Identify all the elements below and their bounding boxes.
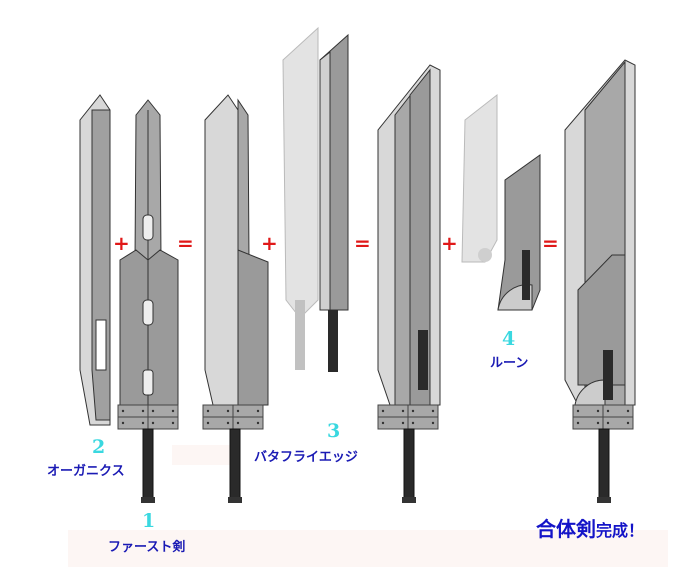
completion-caption: 合体剣完成！ — [536, 513, 644, 542]
part-label-first-sword: ファースト剣 — [108, 540, 186, 555]
plus-operator: + — [441, 231, 458, 255]
plus-operator: + — [113, 231, 130, 255]
part-number: 4 — [502, 328, 516, 350]
background-tint — [68, 530, 668, 567]
completion-suffix: 完成！ — [596, 521, 645, 540]
completed-fusion-sword — [564, 59, 636, 504]
butterfly-edge-faded — [282, 26, 319, 370]
first-sword — [117, 99, 179, 504]
background-tint — [172, 445, 232, 465]
combined-sword-1 — [202, 94, 269, 504]
fusion-sword-title: 合体剣 — [536, 517, 596, 541]
equals-operator: = — [542, 231, 559, 255]
part-number: 3 — [327, 420, 341, 442]
part-label-rune: ルーン — [490, 356, 529, 371]
equals-operator: = — [354, 231, 371, 255]
part-number: 2 — [92, 436, 106, 458]
rune — [497, 154, 541, 311]
plus-operator: + — [261, 231, 278, 255]
butterfly-edge — [319, 33, 349, 372]
part-number: 1 — [142, 510, 156, 532]
part-label-butterfly-edge: バタフライエッジ — [254, 450, 358, 465]
equals-operator: = — [177, 231, 194, 255]
organics-sword — [79, 94, 111, 426]
part-label-organics: オーガニクス — [47, 464, 125, 479]
rune-faded — [461, 93, 498, 263]
combined-sword-2 — [377, 64, 441, 504]
